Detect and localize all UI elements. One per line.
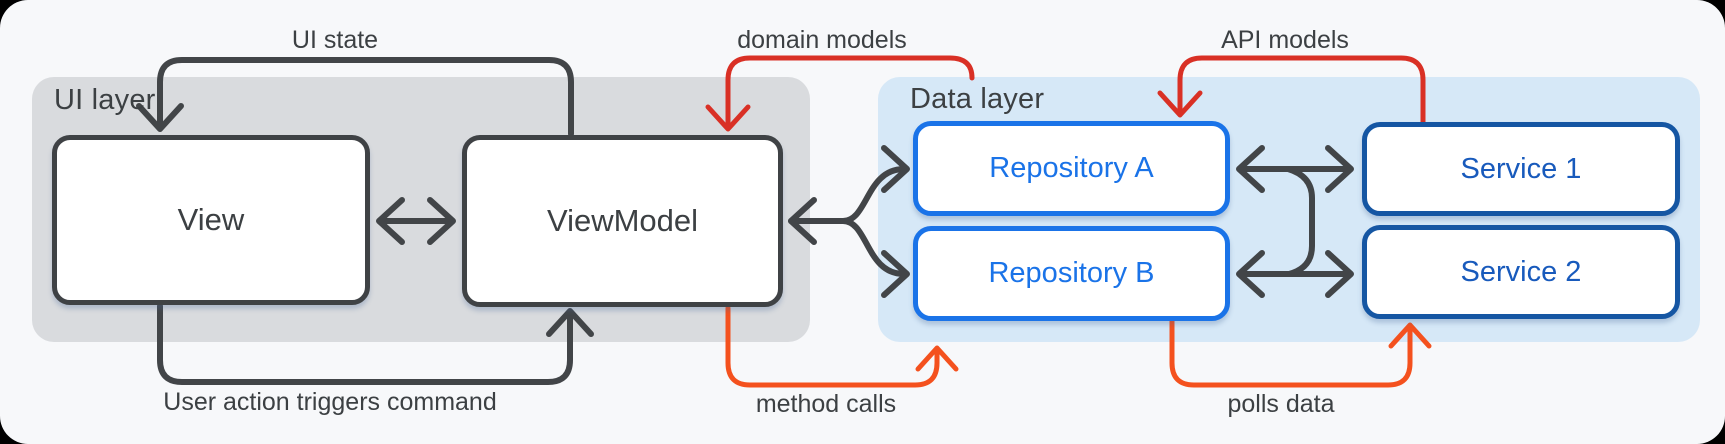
api-models-label: API models xyxy=(1221,26,1349,54)
node-viewmodel-label: ViewModel xyxy=(546,203,699,238)
ui-state-label: UI state xyxy=(291,26,379,54)
node-service-2: Service 2 xyxy=(1362,225,1680,319)
node-repository-b-label: Repository B xyxy=(988,257,1155,289)
method-calls-arrowhead-icon xyxy=(915,345,959,372)
data-layer-label: Data layer xyxy=(910,83,1045,115)
node-service-2-label: Service 2 xyxy=(1460,255,1582,288)
polls-data-label: polls data xyxy=(1227,390,1335,418)
node-viewmodel: ViewModel xyxy=(462,135,783,307)
ui-layer-label: UI layer xyxy=(54,84,156,116)
node-repository-a-label: Repository A xyxy=(989,152,1154,184)
node-service-1: Service 1 xyxy=(1362,122,1680,216)
method-calls-label: method calls xyxy=(755,390,897,418)
node-service-1-label: Service 1 xyxy=(1460,152,1582,185)
node-view: View xyxy=(52,135,370,305)
node-view-label: View xyxy=(177,202,245,237)
node-repository-a: Repository A xyxy=(913,121,1230,216)
node-repository-b: Repository B xyxy=(913,226,1230,321)
user-action-label: User action triggers command xyxy=(163,388,497,416)
domain-models-label: domain models xyxy=(737,26,907,54)
